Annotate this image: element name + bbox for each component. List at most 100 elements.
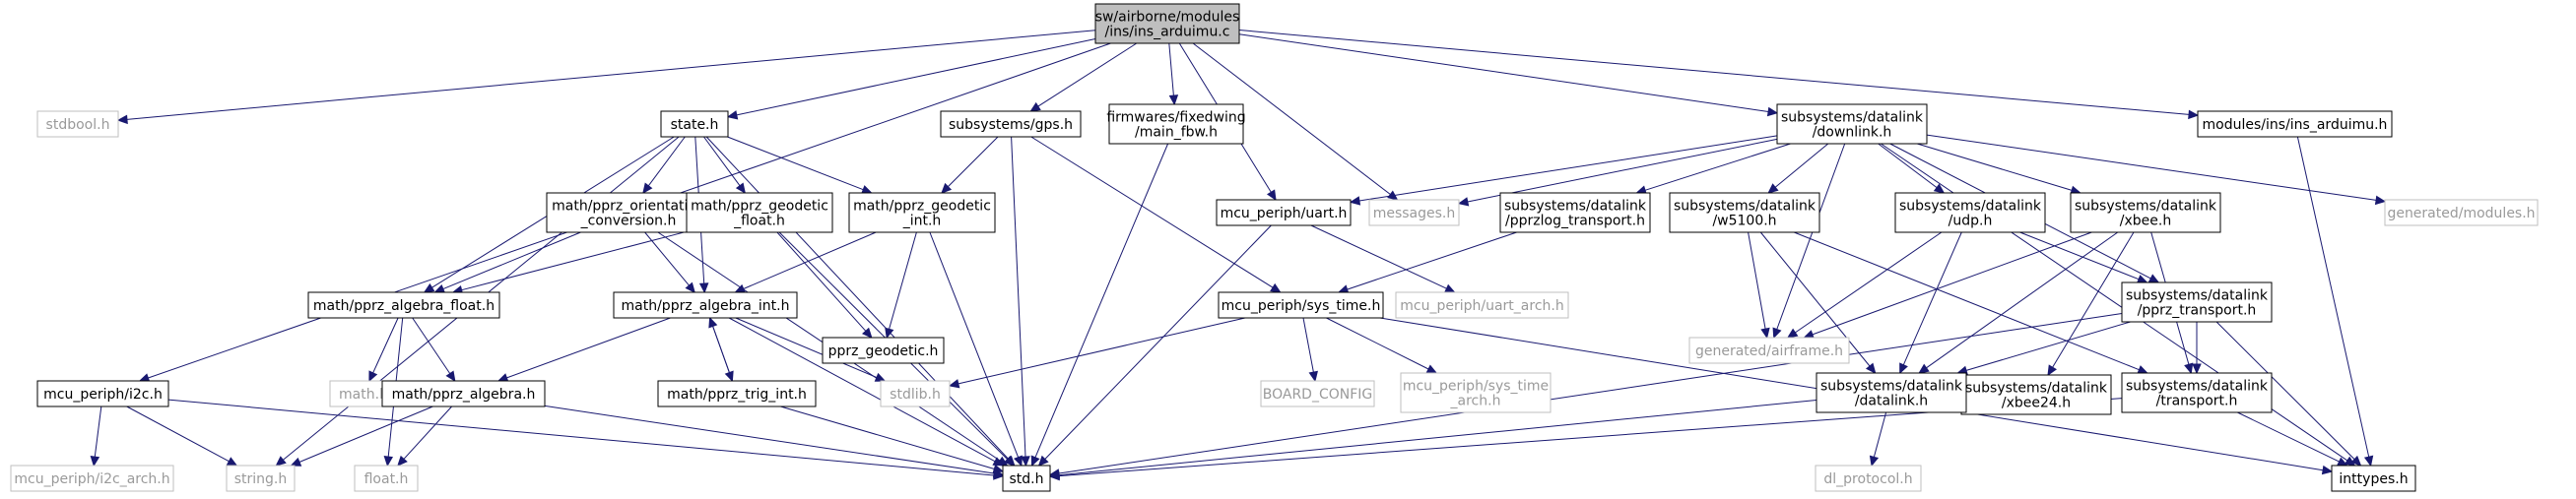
node-gps[interactable]: subsystems/gps.h <box>940 110 1082 138</box>
edge-line <box>1034 143 1169 458</box>
edge-xbee-to-datalink-h <box>1918 231 2119 374</box>
arrowhead-icon <box>2137 365 2148 374</box>
edge-algebra-float-to-math-h <box>368 317 399 383</box>
node-orientation[interactable]: math/pprz_orientation_conversion.h <box>546 192 711 233</box>
node-stdlib: stdlib.h <box>880 380 951 407</box>
edge-line <box>126 30 1096 120</box>
edge-line <box>1644 143 1791 191</box>
node-geodetic-int[interactable]: math/pprz_geodetic_int.h <box>848 192 996 233</box>
node-box <box>1400 372 1552 413</box>
edge-line <box>1044 224 1272 460</box>
node-pprz-transport[interactable]: subsystems/datalink/pprz_transport.h <box>2121 281 2273 323</box>
node-algebra-int[interactable]: math/pprz_algebra_int.h <box>613 291 798 319</box>
node-label: _int.h <box>902 214 942 229</box>
edge-ins-arduimu-to-state <box>726 38 1096 120</box>
edge-sys-time-to-stdlib <box>948 317 1246 389</box>
node-downlink[interactable]: subsystems/datalink/downlink.h <box>1776 103 1928 145</box>
node-box <box>1776 103 1928 145</box>
node-std-h[interactable]: std.h <box>1002 465 1051 492</box>
edge-line <box>1965 321 2131 371</box>
edge-algebra-int-to-algebra <box>496 317 671 383</box>
node-algebra-float[interactable]: math/pprz_algebra_float.h <box>307 291 500 319</box>
edges-layer <box>90 30 2387 481</box>
arrowhead-icon <box>1444 283 1456 293</box>
node-i2c[interactable]: mcu_periph/i2c.h <box>36 380 169 407</box>
edge-downlink-to-uart <box>1349 135 1778 206</box>
arrowhead-icon <box>874 372 887 382</box>
arrowhead-icon <box>1270 282 1282 293</box>
edge-ins-arduimu-h-to-inttypes <box>2296 136 2374 468</box>
nodes-layer: sw/airborne/modules/ins/ins_arduimu.cstd… <box>10 3 2539 492</box>
edge-downlink-to-messages <box>1457 138 1778 207</box>
node-algebra[interactable]: math/pprz_algebra.h <box>381 380 546 407</box>
node-box <box>354 465 419 492</box>
arrowhead-icon <box>1767 183 1779 194</box>
edge-line <box>948 136 999 187</box>
edge-orientation-to-algebra-int <box>644 231 695 293</box>
node-uart-arch: mcu_periph/uart_arch.h <box>1395 291 1569 319</box>
node-trig-int[interactable]: math/pprz_trig_int.h <box>657 380 817 407</box>
node-uart[interactable]: mcu_periph/uart.h <box>1216 199 1352 226</box>
arrowhead-icon <box>992 457 1005 467</box>
edge-line <box>1812 231 2092 336</box>
edge-line <box>1759 231 1871 367</box>
node-box <box>546 192 711 233</box>
edge-pprz-transport-to-transport-h <box>2192 322 2202 375</box>
node-label: subsystems/datalink <box>2126 288 2269 304</box>
edge-line <box>1326 317 1429 370</box>
node-ins-arduimu-h[interactable]: modules/ins/ins_arduimu.h <box>2197 110 2393 138</box>
node-inttypes[interactable]: inttypes.h <box>2331 465 2416 492</box>
node-label: subsystems/datalink <box>1820 379 1963 395</box>
arrowhead-icon <box>1766 106 1779 117</box>
arrowhead-icon <box>726 110 739 120</box>
edge-line <box>1774 143 1829 188</box>
node-xbee[interactable]: subsystems/datalink/xbee.h <box>2070 192 2221 233</box>
arrowhead-icon <box>2374 195 2387 206</box>
node-pprzlog[interactable]: subsystems/datalink/pprzlog_transport.h <box>1499 192 1651 233</box>
node-label: math/pprz_algebra_int.h <box>622 298 790 314</box>
arrowhead-icon <box>1168 94 1179 106</box>
node-box <box>1218 291 1384 319</box>
node-label: subsystems/datalink <box>1781 110 1924 126</box>
node-label: /ins/ins_arduimu.c <box>1105 25 1230 40</box>
node-sys-time[interactable]: mcu_periph/sys_time.h <box>1218 291 1384 319</box>
node-transport-h[interactable]: subsystems/datalink/transport.h <box>2121 372 2273 413</box>
arrowhead-icon <box>433 284 446 293</box>
edge-line <box>1926 231 2119 369</box>
edge-line <box>461 230 688 291</box>
edge-gps-to-std-h <box>1011 136 1030 468</box>
arrowhead-icon <box>226 457 238 467</box>
node-datalink-h[interactable]: subsystems/datalink/datalink.h <box>1816 372 1967 413</box>
node-geodetic-float[interactable]: math/pprz_geodetic_float.h <box>686 192 833 233</box>
node-label: generated/airframe.h <box>1695 343 1843 359</box>
edge-line <box>1926 134 2377 201</box>
node-label: generated/modules.h <box>2387 206 2535 221</box>
edge-pprz-transport-to-inttypes <box>2215 321 2362 467</box>
node-box <box>822 337 945 364</box>
edge-downlink-to-pprzlog <box>1635 143 1791 195</box>
edge-line <box>703 136 741 186</box>
node-main-fbw[interactable]: firmwares/fixedwing/main_fbw.h <box>1106 103 1246 145</box>
node-box <box>1815 465 1922 492</box>
edge-line <box>728 317 996 463</box>
edge-udp-to-gen-airframe <box>1786 231 1943 339</box>
node-label: subsystems/datalink <box>1504 199 1647 215</box>
node-ins-arduimu[interactable]: sw/airborne/modules/ins/ins_arduimu.c <box>1094 3 1240 44</box>
node-udp[interactable]: subsystems/datalink/udp.h <box>1894 192 2046 233</box>
edge-sys-time-to-board-config <box>1302 317 1318 383</box>
node-geodetic[interactable]: pprz_geodetic.h <box>822 337 945 364</box>
arrowhead-icon <box>1037 455 1049 467</box>
node-board-config: BOARD_CONFIG <box>1260 380 1375 407</box>
arrowhead-icon <box>1014 455 1023 468</box>
edge-line <box>889 231 917 330</box>
edge-line <box>1878 143 1938 188</box>
node-w5100[interactable]: subsystems/datalink/w5100.h <box>1669 192 1820 233</box>
node-xbee24[interactable]: subsystems/datalink/xbee24.h <box>1960 374 2112 415</box>
edge-line <box>1358 135 1778 202</box>
edge-line <box>1795 231 1943 334</box>
node-box <box>1368 199 1460 226</box>
edge-downlink-to-udp <box>1878 143 1946 194</box>
node-state[interactable]: state.h <box>660 110 729 138</box>
edge-uart-to-uart-arch <box>1310 224 1456 293</box>
